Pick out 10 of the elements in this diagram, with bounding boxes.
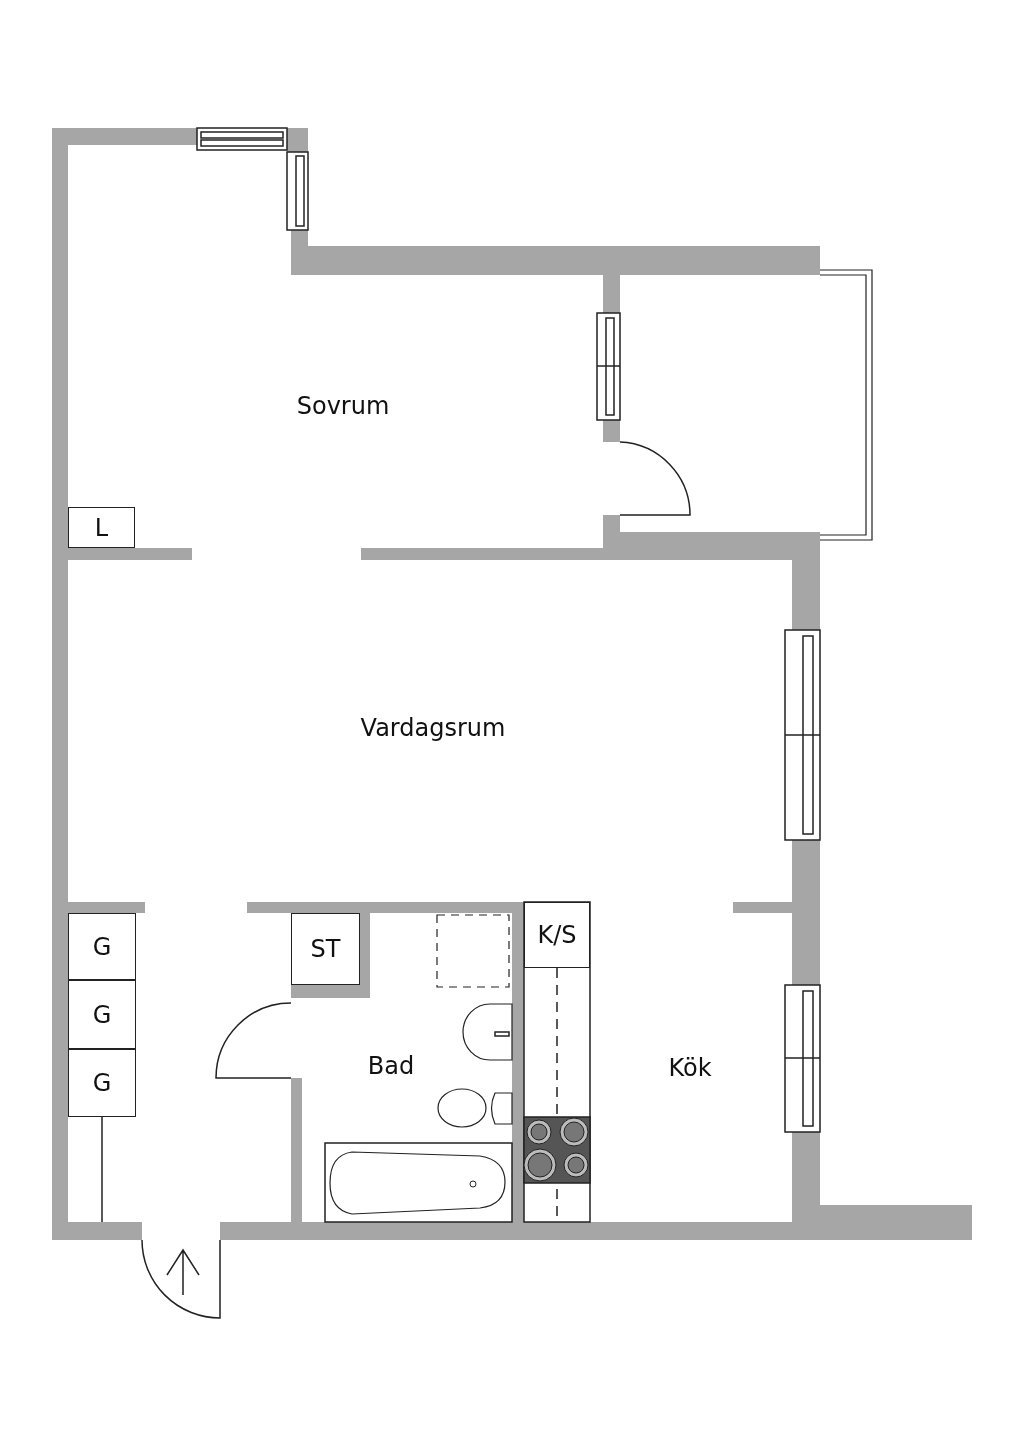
storage-box: G bbox=[68, 980, 136, 1049]
storage-box: L bbox=[68, 507, 135, 548]
storage-box: ST bbox=[291, 913, 360, 985]
room-label: Sovrum bbox=[296, 392, 390, 420]
room-label: Vardagsrum bbox=[360, 714, 506, 742]
storage-box: G bbox=[68, 1049, 136, 1117]
room-label: Kök bbox=[668, 1054, 712, 1082]
storage-box: G bbox=[68, 913, 136, 980]
storage-box: K/S bbox=[524, 902, 590, 968]
room-label: Bad bbox=[367, 1052, 415, 1080]
